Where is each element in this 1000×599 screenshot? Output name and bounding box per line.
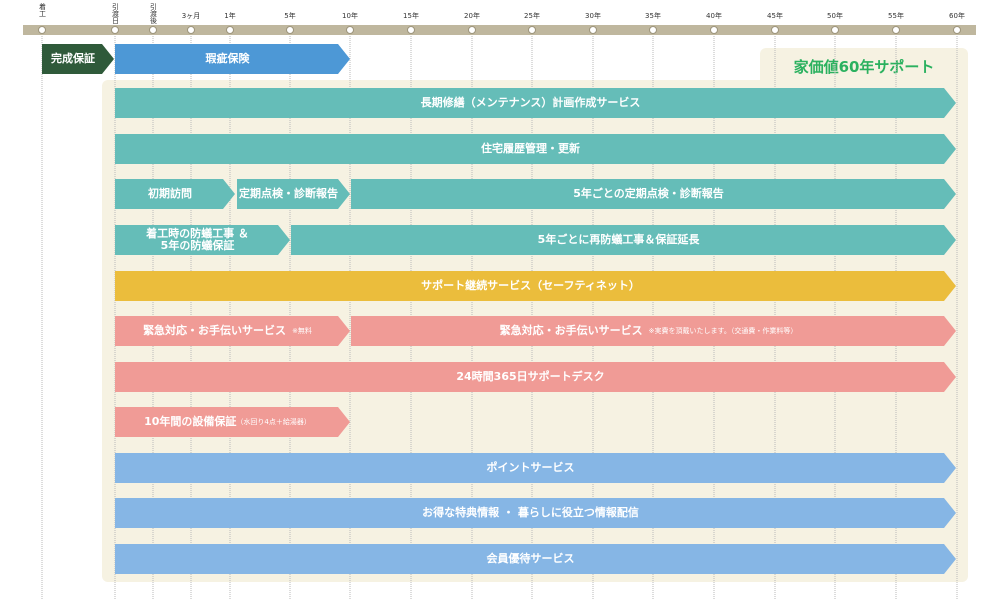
tick-label-after-move: 引渡後 xyxy=(149,3,158,24)
periodic-inspection-bar: 定期点検・診断報告 xyxy=(237,179,350,209)
support-continuation-bar: サポート継続サービス（セーフティネット） xyxy=(115,271,956,301)
tick-marker-y60 xyxy=(953,26,961,34)
tick-label-y30: 30年 xyxy=(585,12,601,20)
termite-initial-line2: 5年の防蟻保証 xyxy=(160,239,235,252)
tick-label-y45: 45年 xyxy=(767,12,783,20)
tick-label-y1: 1年 xyxy=(224,12,236,20)
tick-marker-y20 xyxy=(468,26,476,34)
tick-marker-y1 xyxy=(226,26,234,34)
emergency-paid-label: 緊急対応・お手伝いサービス xyxy=(499,324,643,337)
equipment-guarantee-bar: 10年間の設備保証 （水回り4点＋給湯器） xyxy=(115,407,350,437)
emergency-free-bar: 緊急対応・お手伝いサービス ※無料 xyxy=(115,316,350,346)
tick-marker-move-in xyxy=(111,26,119,34)
tick-label-m3: 3ヶ月 xyxy=(181,12,201,20)
tick-label-y25: 25年 xyxy=(524,12,540,20)
tick-marker-y5 xyxy=(286,26,294,34)
tick-marker-y10 xyxy=(346,26,354,34)
tick-marker-y50 xyxy=(831,26,839,34)
tick-marker-y40 xyxy=(710,26,718,34)
housing-history-bar: 住宅履歴管理・更新 xyxy=(115,134,956,164)
initial-visit-bar: 初期訪問 xyxy=(115,179,235,209)
emergency-paid-note: ※実費を頂戴いたします。（交通費・作業料等） xyxy=(648,327,798,335)
tick-marker-y55 xyxy=(892,26,900,34)
periodic-inspection-5y-bar: 5年ごとの定期点検・診断報告 xyxy=(351,179,956,209)
tick-marker-m3 xyxy=(187,26,195,34)
completion-guarantee-bar: 完成保証 xyxy=(42,44,114,74)
emergency-free-note: ※無料 xyxy=(292,327,312,335)
tick-label-y50: 50年 xyxy=(827,12,843,20)
termite-initial-bar: 着工時の防蟻工事 ＆ 5年の防蟻保証 xyxy=(115,225,290,255)
tick-label-y20: 20年 xyxy=(464,12,480,20)
emergency-paid-bar: 緊急対応・お手伝いサービス ※実費を頂戴いたします。（交通費・作業料等） xyxy=(351,316,956,346)
tick-gridline-start xyxy=(41,36,43,599)
tick-marker-y35 xyxy=(649,26,657,34)
tick-marker-y15 xyxy=(407,26,415,34)
point-service-bar: ポイントサービス xyxy=(115,453,956,483)
tick-label-y55: 55年 xyxy=(888,12,904,20)
emergency-free-label: 緊急対応・お手伝いサービス xyxy=(143,324,287,337)
tick-label-y15: 15年 xyxy=(403,12,419,20)
tick-marker-y30 xyxy=(589,26,597,34)
tick-marker-y45 xyxy=(771,26,779,34)
timeline-axis xyxy=(23,25,976,35)
member-service-bar: 会員優待サービス xyxy=(115,544,956,574)
termite-5y-bar: 5年ごとに再防蟻工事＆保証延長 xyxy=(291,225,956,255)
tick-label-y60: 60年 xyxy=(949,12,965,20)
tick-gridline-y10 xyxy=(349,36,351,599)
panel-title: 家価値60年サポート xyxy=(793,58,935,76)
tick-label-move-in: 引渡日 xyxy=(111,3,120,24)
tick-label-y10: 10年 xyxy=(342,12,358,20)
support-desk-bar: 24時間365日サポートデスク xyxy=(115,362,956,392)
termite-initial-line1: 着工時の防蟻工事 ＆ xyxy=(146,227,249,240)
tick-marker-after-move xyxy=(149,26,157,34)
tick-label-start: 着工 xyxy=(38,3,47,17)
info-delivery-bar: お得な特典情報 ・ 暮らしに役立つ情報配信 xyxy=(115,498,956,528)
tick-marker-y25 xyxy=(528,26,536,34)
defect-insurance-bar: 瑕疵保険 xyxy=(115,44,350,74)
tick-gridline-y60 xyxy=(956,36,958,599)
tick-label-y5: 5年 xyxy=(284,12,296,20)
tick-label-y35: 35年 xyxy=(645,12,661,20)
tick-label-y40: 40年 xyxy=(706,12,722,20)
tick-marker-start xyxy=(38,26,46,34)
long-term-repair-plan-bar: 長期修繕（メンテナンス）計画作成サービス xyxy=(115,88,956,118)
equipment-guarantee-note: （水回り4点＋給湯器） xyxy=(236,418,311,426)
equipment-guarantee-label: 10年間の設備保証 xyxy=(144,415,237,428)
